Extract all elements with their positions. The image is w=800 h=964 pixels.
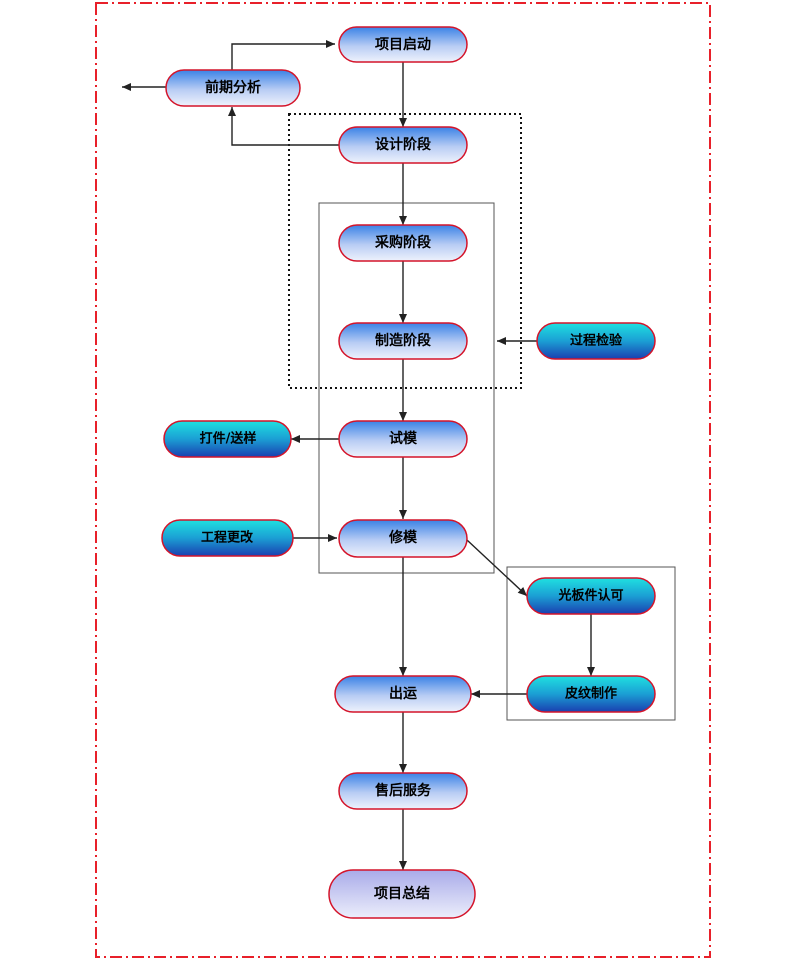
- node-shipment: 出运: [334, 675, 472, 713]
- node-label: 售后服务: [374, 782, 432, 799]
- node-label: 工程更改: [201, 530, 254, 546]
- node-sample-delivery: 打件/送样: [163, 420, 292, 458]
- node-label: 皮纹制作: [564, 686, 617, 702]
- design-manufacturing-group-box: [288, 113, 522, 389]
- node-label: 出运: [389, 685, 417, 702]
- node-design-phase: 设计阶段: [338, 126, 468, 164]
- texture-group-box: [506, 566, 676, 721]
- connectors: [122, 40, 595, 870]
- node-preliminary-analysis: 前期分析: [165, 69, 301, 107]
- node-label: 修模: [388, 529, 418, 546]
- node-label: 前期分析: [205, 79, 261, 96]
- edge-design-to-analysis: [228, 107, 339, 146]
- node-label: 制造阶段: [375, 332, 431, 349]
- node-smooth-part-approval: 光板件认可: [526, 577, 656, 615]
- procurement-repair-group-box: [318, 202, 495, 574]
- node-after-sales-service: 售后服务: [338, 772, 468, 810]
- node-label: 项目启动: [375, 36, 431, 53]
- node-process-inspection: 过程检验: [536, 322, 656, 360]
- node-project-summary: 项目总结: [328, 869, 476, 919]
- edge-repair-to-approval: [466, 539, 528, 597]
- node-label: 试模: [389, 430, 418, 447]
- node-manufacturing-phase: 制造阶段: [338, 322, 468, 360]
- outer-boundary: [95, 2, 711, 958]
- node-label: 设计阶段: [375, 136, 431, 153]
- node-label: 打件/送样: [200, 431, 257, 447]
- node-mold-repair: 修模: [338, 519, 468, 558]
- node-label: 采购阶段: [374, 234, 431, 251]
- node-trial-mold: 试模: [338, 420, 468, 458]
- node-procurement-phase: 采购阶段: [338, 224, 468, 262]
- node-engineering-change: 工程更改: [161, 519, 294, 557]
- node-texture-making: 皮纹制作: [526, 675, 656, 713]
- node-label: 项目总结: [374, 885, 430, 902]
- edge-analysis-to-start: [231, 40, 335, 70]
- node-project-start: 项目启动: [338, 26, 468, 63]
- node-label: 光板件认可: [557, 588, 623, 604]
- node-label: 过程检验: [570, 333, 623, 349]
